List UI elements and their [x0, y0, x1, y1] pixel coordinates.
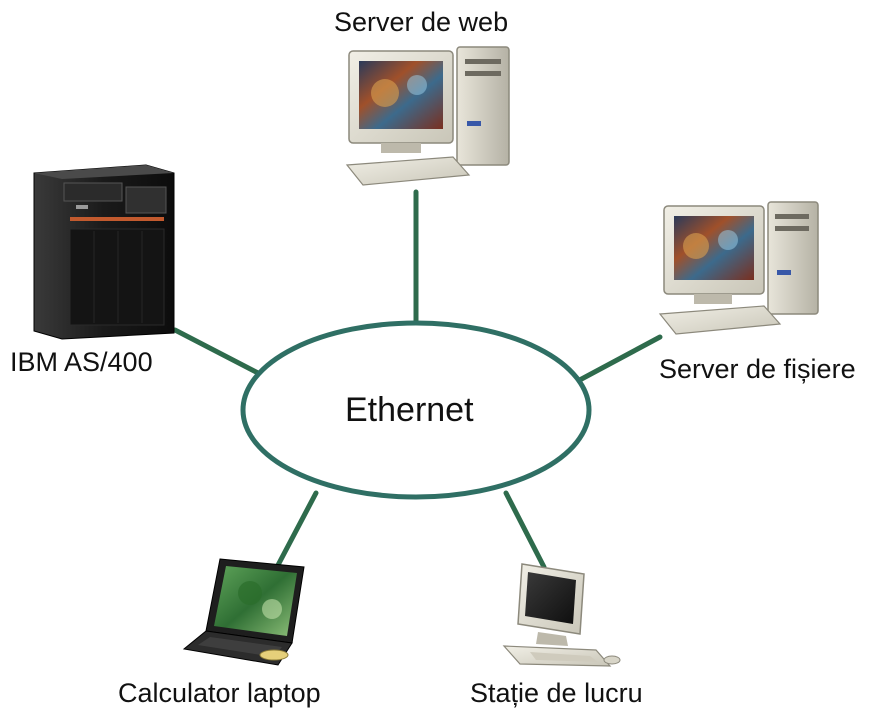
link-file-server: [573, 334, 663, 385]
ibm-as400-icon: [33, 164, 175, 340]
ibm-as400-label: IBM AS/400: [10, 347, 153, 377]
web-server-icon: [345, 46, 510, 186]
ethernet-label: Ethernet: [345, 391, 474, 429]
network-links: [172, 189, 663, 570]
link-workstation: [503, 490, 547, 570]
laptop-icon: [182, 558, 305, 666]
workstation-icon: [502, 563, 621, 667]
ethernet-hub: [240, 320, 592, 500]
laptop-label: Calculator laptop: [118, 678, 321, 708]
web-server-label: Server de web: [334, 7, 509, 37]
workstation-label: Stație de lucru: [470, 678, 643, 708]
link-laptop: [274, 490, 319, 570]
file-server-icon: [658, 201, 819, 335]
link-ibm-as400: [172, 327, 261, 376]
file-server-label: Server de fișiere: [659, 354, 856, 384]
